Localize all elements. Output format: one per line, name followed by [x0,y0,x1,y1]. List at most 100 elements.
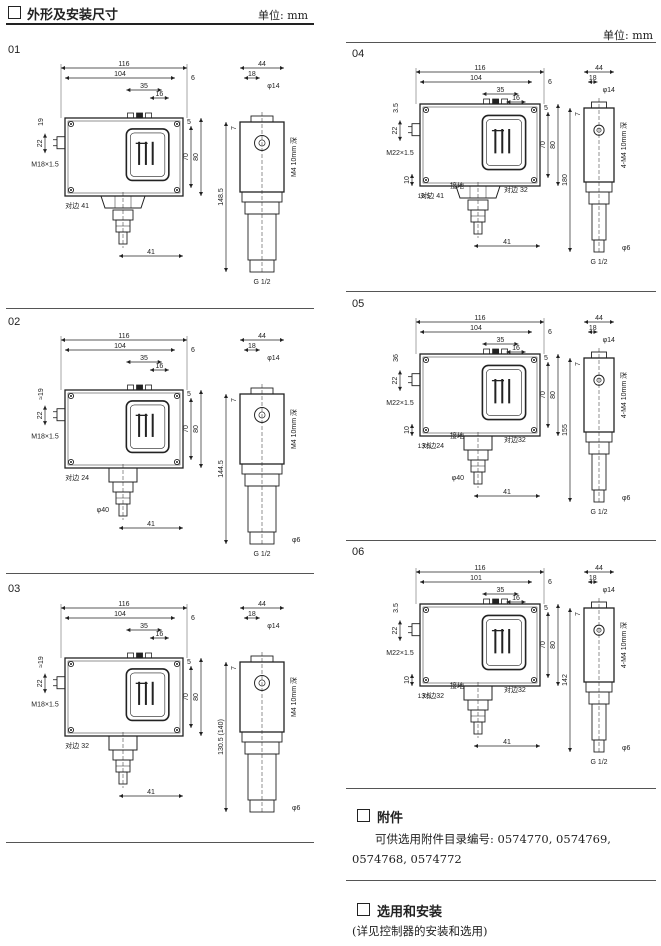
dim-22-text: 22 [37,679,44,687]
dim-35-arrow-l [126,88,131,92]
dim-44-text: 44 [258,333,266,340]
dim-19: 3.5 [393,603,400,613]
dim-44-arrow-l [240,606,244,610]
dim-44-text: 44 [595,315,603,322]
divider-03-end [6,842,314,843]
dial-inner [130,404,166,449]
phi14-label: φ14 [267,623,279,630]
screw-bl-dot [425,679,427,681]
screw-tr [173,660,181,668]
screw-tr [173,392,181,400]
dim-80-arrow-t [556,604,560,608]
phi14-label: φ14 [267,355,279,362]
dim-70-arrow-t [546,612,550,616]
dim-44-text: 44 [595,65,603,72]
dim-6: 6 [548,579,552,586]
dim-height-total-text: 130.5 (140) [218,719,225,755]
model-label-06: 06 [352,546,365,558]
dim-height-total-text: 180 [562,174,569,186]
dim-80-arrow-b [556,682,560,686]
screw-br [530,676,538,684]
screw-br [173,186,181,194]
dim-44-arrow-l [240,338,244,342]
flat-label: 对边24 [422,441,444,450]
dim-70-text: 70 [183,693,190,701]
dim-16-arrow-l [149,96,154,100]
dim-44-arrow-r [610,570,614,574]
screw-tr-dot [533,609,535,611]
accessories-line-1: 可供选用附件目录编号: 0574770, 0574769, [375,832,611,846]
dial-window [481,614,527,671]
dim-80-arrow-t [556,104,560,108]
side-thread [249,531,275,545]
dim-7: 7 [575,612,582,616]
top-knob [483,98,491,105]
side-thread [249,259,275,273]
dim-16-text: 16 [156,363,164,370]
dim-10-arrow-t [410,424,414,428]
dim-22-text: 22 [37,411,44,419]
dim-70-arrow-t [189,126,193,130]
dim-height-total-arrow-b [568,248,572,252]
dim-16-arrow-r [164,636,169,640]
screw-br-dot [533,429,535,431]
dim-10-arrow-b [410,432,414,436]
dim-13: 13.5 [418,193,431,200]
dim-width-total-arrow-l [61,66,65,70]
divider-04-05 [346,291,656,292]
dim-width-box-arrow-l [420,580,424,584]
model-label-02: 02 [8,316,21,328]
dim-10-text: 10 [404,676,411,684]
dim-width-box-text: 104 [470,75,482,82]
dim-5: 5 [187,659,191,666]
screw-tr [530,356,538,364]
dim-width-box-arrow-l [420,80,424,84]
dim-width-box-arrow-l [420,330,424,334]
screw-br [173,458,181,466]
dim-width-total-arrow-l [416,570,420,574]
dim-width-box-text: 104 [114,343,126,350]
screw-bl-dot [425,429,427,431]
dim-16-arrow-r [521,100,526,104]
phi6-label: φ6 [292,537,301,544]
dim-7: 7 [575,112,582,116]
dim-41-text: 41 [503,489,511,496]
dim-width-total-arrow-r [540,320,544,324]
g-label: G 1/2 [590,509,607,516]
screw-tl [67,660,75,668]
screw-tr [530,106,538,114]
top-knob [136,652,143,659]
dim-height-total-arrow-b [224,808,228,812]
ground-label: 接地 [450,181,464,190]
phi6-label: φ6 [622,245,631,252]
screw-bl [422,176,430,184]
phi14-label: φ14 [603,87,615,94]
dim-22-arrow-b [43,421,47,426]
dim-5: 5 [544,355,548,362]
screw-bl-dot [425,179,427,181]
hex-adapter [100,195,146,209]
dim-41-arrow-r [179,794,183,798]
dim-height-total-text: 155 [562,424,569,436]
dim-41-arrow-l [474,494,478,498]
dim-35-arrow-r [514,92,519,96]
thread-label: M22×1.5 [386,150,414,157]
dim-5: 5 [187,391,191,398]
dim-70-arrow-b [546,424,550,428]
g-label: G 1/2 [253,551,270,558]
screw-tr-dot [176,123,178,125]
dim-44-arrow-l [240,66,244,70]
screw-tl-dot [70,123,72,125]
screw-tl-dot [70,663,72,665]
dim-16-arrow-l [506,600,511,604]
dim-19: 19 [38,118,45,126]
dim-80-text: 80 [550,141,557,149]
dim-width-box-arrow-r [171,616,175,620]
dim-18-arrow-r [593,580,598,584]
dim-22-text: 22 [392,377,399,385]
dim-6: 6 [191,347,195,354]
housing-inner [422,606,538,684]
dim-35-arrow-r [157,88,162,92]
screw-bl-dot [70,461,72,463]
